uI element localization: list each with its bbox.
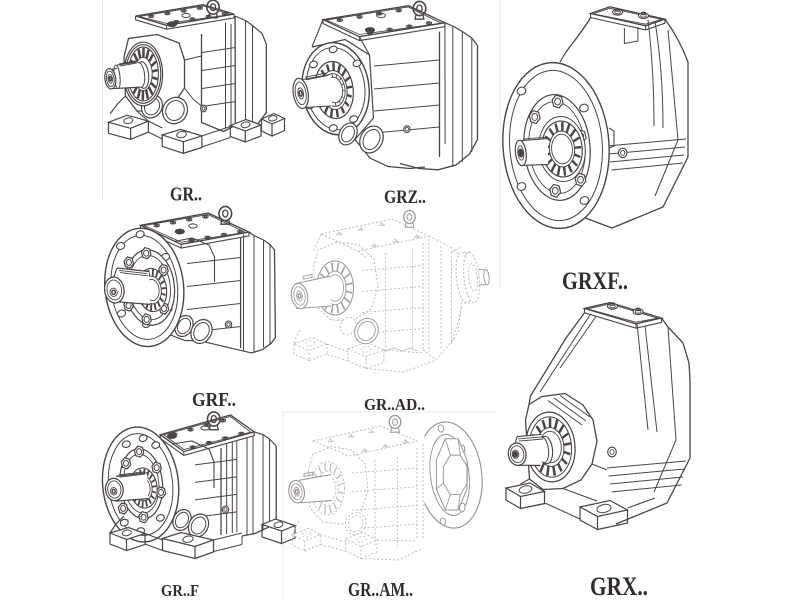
svg-text:GR..AD..: GR..AD..: [364, 395, 425, 414]
svg-text:GRXF..: GRXF..: [562, 268, 628, 295]
svg-text:GR..AM..: GR..AM..: [348, 579, 413, 600]
svg-text:GR..: GR..: [170, 185, 202, 206]
svg-text:GR..F: GR..F: [161, 581, 199, 600]
svg-text:GRZ..: GRZ..: [384, 187, 426, 208]
svg-text:GRX..: GRX..: [590, 571, 648, 600]
svg-text:GRF..: GRF..: [192, 389, 236, 411]
